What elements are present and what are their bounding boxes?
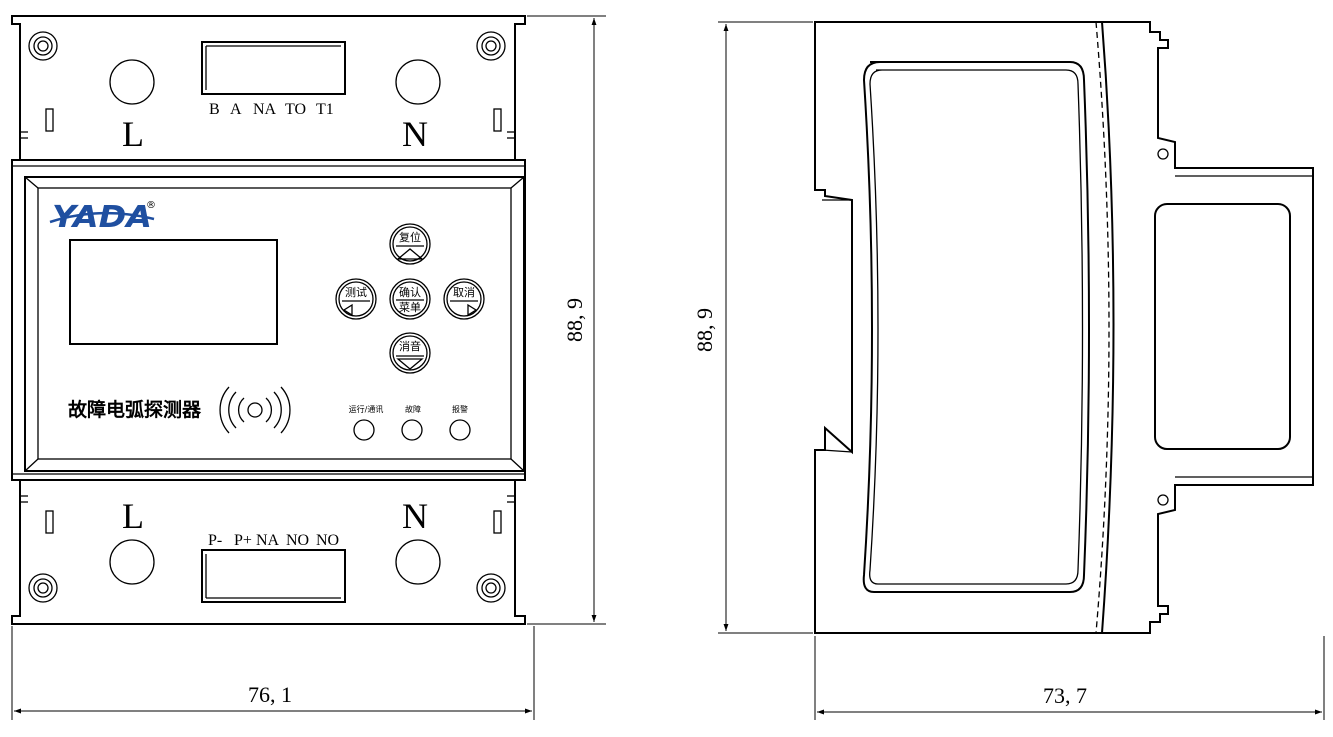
button-cancel[interactable]: 取消 [443, 278, 485, 320]
front-width-dimension: 76, 1 [11, 626, 535, 720]
front-height-value: 88, 9 [562, 298, 587, 342]
terminal-label-top-l: L [122, 114, 144, 154]
terminal-label-bottom-l: L [122, 496, 144, 536]
button-test-label: 测试 [345, 286, 367, 299]
slot-top-right [493, 108, 502, 132]
top-terminal-label: B A NA TO T1 [209, 101, 334, 118]
registered-mark: ® [146, 200, 156, 211]
button-mute-label: 消音 [399, 339, 421, 353]
sensor-waves-icon [219, 386, 291, 434]
lcd-screen [69, 239, 278, 345]
product-name: 故障电弧探测器 [68, 398, 202, 421]
button-confirm-label: 确认 [399, 286, 421, 299]
side-width-value: 73, 7 [1043, 683, 1087, 708]
indicator-alarm-label: 报警 [452, 404, 468, 414]
slot-top-left [45, 108, 54, 132]
slot-bottom-left [45, 510, 54, 534]
logo-swoosh [49, 211, 155, 224]
top-connector [201, 41, 346, 95]
button-test[interactable]: 测试 [335, 278, 377, 320]
side-height-dimension: 88, 9 [692, 21, 813, 634]
indicator-fault-label: 故障 [405, 404, 421, 414]
screw-top-right [476, 31, 506, 61]
button-cancel-label: 取消 [453, 285, 475, 299]
button-mute[interactable]: 消音 [389, 332, 431, 374]
button-confirm-menu[interactable]: 确认 菜单 [389, 278, 431, 320]
side-height-value: 88, 9 [692, 308, 717, 352]
screw-bottom-left [28, 573, 58, 603]
terminal-label-bottom-n: N [402, 496, 428, 536]
terminal-hole-top-right [395, 59, 441, 105]
front-width-value: 76, 1 [248, 682, 292, 707]
side-hole-bottom [1157, 494, 1169, 506]
side-view [814, 21, 1314, 634]
screw-bottom-right [476, 573, 506, 603]
indicator-run-label: 运行/通讯 [349, 404, 384, 414]
side-window [862, 61, 1090, 593]
side-right-window [1154, 203, 1291, 450]
front-top-housing [11, 15, 526, 160]
side-hole-top [1157, 148, 1169, 160]
screw-top-left [28, 31, 58, 61]
led-run [353, 419, 375, 441]
led-fault [401, 419, 423, 441]
front-height-dimension: 88, 9 [527, 15, 606, 625]
bottom-connector [201, 549, 346, 603]
terminal-label-top-n: N [402, 114, 428, 154]
button-menu-label: 菜单 [399, 301, 421, 314]
side-width-dimension: 73, 7 [814, 636, 1325, 720]
terminal-hole-top-left [109, 59, 155, 105]
terminal-hole-bottom-left [109, 539, 155, 585]
bottom-terminal-label: P- P+ NA NO NO [208, 532, 339, 549]
front-bottom-housing [11, 480, 526, 625]
button-reset-label: 复位 [399, 230, 421, 244]
side-body-outline [814, 21, 1115, 634]
led-alarm [449, 419, 471, 441]
front-panel-inner [37, 187, 512, 460]
slot-bottom-right [493, 510, 502, 534]
terminal-hole-bottom-right [395, 539, 441, 585]
side-right-profile [1102, 21, 1314, 634]
front-view: B A NA TO T1 L N YADA ® 故障电弧探测器 [11, 15, 526, 625]
front-panel-outer [24, 176, 525, 472]
button-reset[interactable]: 复位 [389, 223, 431, 265]
